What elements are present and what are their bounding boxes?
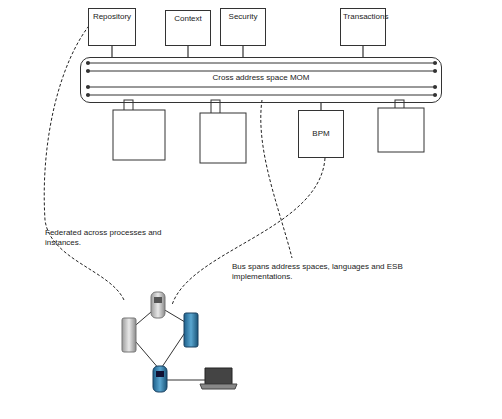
node-label: Transactions	[341, 12, 385, 21]
service-box: Repository	[88, 8, 136, 46]
bus-connector	[187, 46, 188, 57]
bus-connector	[362, 46, 363, 57]
bus-connector	[320, 103, 321, 110]
service-box: Transactions	[340, 8, 386, 46]
annotation-note: Bus spans address spaces, languages and …	[232, 262, 442, 282]
bus-connector	[111, 46, 112, 57]
bus-connector	[242, 46, 243, 57]
empty-service-boxes	[113, 100, 424, 163]
node-label: Context	[166, 14, 210, 23]
node-label: Repository	[89, 12, 135, 21]
network-illustration	[122, 292, 237, 392]
service-box: BPM	[298, 110, 344, 158]
annotation-note: Federated across processes and instances…	[45, 228, 175, 248]
node-label: Cross address space MOM	[81, 73, 441, 82]
service-box: Context	[165, 10, 211, 46]
node-label: BPM	[299, 129, 343, 138]
service-box: Security	[220, 8, 266, 46]
node-label: Security	[221, 12, 265, 21]
bus-band: Cross address space MOM	[80, 57, 442, 103]
